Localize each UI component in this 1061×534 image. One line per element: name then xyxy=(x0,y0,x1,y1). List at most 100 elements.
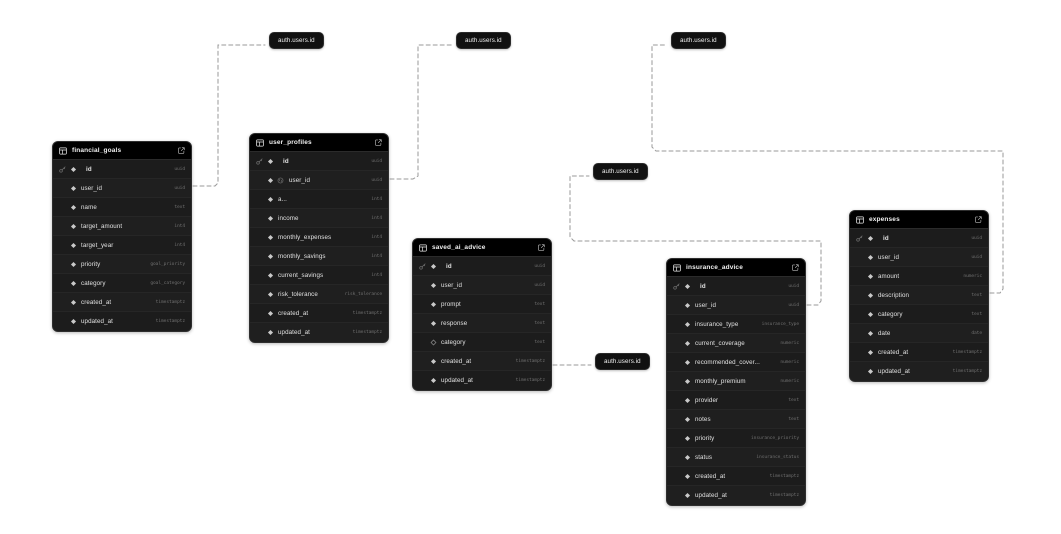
field-name: updated_at xyxy=(441,377,473,384)
field-type: text xyxy=(971,292,982,298)
diamond-filled-icon xyxy=(267,291,277,298)
external-link-icon[interactable] xyxy=(975,216,982,223)
field-name: response xyxy=(441,319,468,327)
field-name: updated_at xyxy=(278,329,310,336)
external-link-icon[interactable] xyxy=(375,139,382,146)
relationship-label-rel-saved-ai-advice[interactable]: auth.users.id xyxy=(595,353,650,370)
field-type: int4 xyxy=(371,253,382,259)
table-title: expenses xyxy=(869,216,900,223)
table-header-expenses[interactable]: expenses xyxy=(850,211,988,229)
field-type: int4 xyxy=(371,272,382,278)
diamond-filled-icon xyxy=(867,292,877,299)
diamond-filled-icon xyxy=(684,454,694,461)
field-name: amount xyxy=(878,272,900,280)
field-name: category xyxy=(441,338,466,346)
field-type: timestamptz xyxy=(155,299,185,305)
field-type: uuid xyxy=(971,235,982,241)
external-link-icon[interactable] xyxy=(538,244,545,251)
field-row[interactable]: created_at timestamptz xyxy=(413,352,551,371)
diamond-filled-icon xyxy=(430,301,440,308)
external-link-icon[interactable] xyxy=(792,264,799,271)
field-type: timestamptz xyxy=(352,330,382,335)
field-name: created_at xyxy=(441,357,472,365)
field-name: priority xyxy=(81,260,101,268)
relationship-label-rel-expenses[interactable]: auth.users.id xyxy=(671,32,726,49)
diamond-filled-icon xyxy=(70,204,80,211)
field-name: monthly_expenses xyxy=(278,233,332,241)
field-row[interactable]: updated_at timestamptz xyxy=(250,323,388,342)
field-name: id xyxy=(700,282,706,290)
key-icon xyxy=(673,283,684,290)
key-icon xyxy=(856,235,867,242)
field-row[interactable]: a...int4 xyxy=(250,190,388,209)
table-header-user_profiles[interactable]: user_profiles xyxy=(250,134,388,152)
field-row[interactable]: id uuid xyxy=(850,229,988,248)
table-title: financial_goals xyxy=(72,147,122,154)
field-type: numeric xyxy=(963,273,982,279)
relationship-label-rel-insurance-advice[interactable]: auth.users.id xyxy=(593,163,648,180)
table-header-financial_goals[interactable]: financial_goals xyxy=(53,142,191,160)
field-name: user_id xyxy=(695,301,716,309)
field-type: timestamptz xyxy=(515,358,545,364)
table-header-insurance_advice[interactable]: insurance_advice xyxy=(667,259,805,277)
relationship-label-rel-financial-goals[interactable]: auth.users.id xyxy=(269,32,324,49)
diamond-filled-icon xyxy=(70,185,80,192)
diamond-filled-icon xyxy=(867,273,877,280)
table-header-saved_ai_advice[interactable]: saved_ai_advice xyxy=(413,239,551,257)
field-row[interactable]: amount numeric xyxy=(850,267,988,286)
field-name: id xyxy=(883,234,889,242)
field-row[interactable]: recommended_cover...numeric xyxy=(667,353,805,372)
external-link-icon[interactable] xyxy=(178,147,185,154)
key-icon xyxy=(256,158,267,165)
field-name: id xyxy=(86,165,92,173)
relationship-label-rel-user-profiles[interactable]: auth.users.id xyxy=(456,32,511,49)
field-type: insurance_priority xyxy=(751,435,799,441)
